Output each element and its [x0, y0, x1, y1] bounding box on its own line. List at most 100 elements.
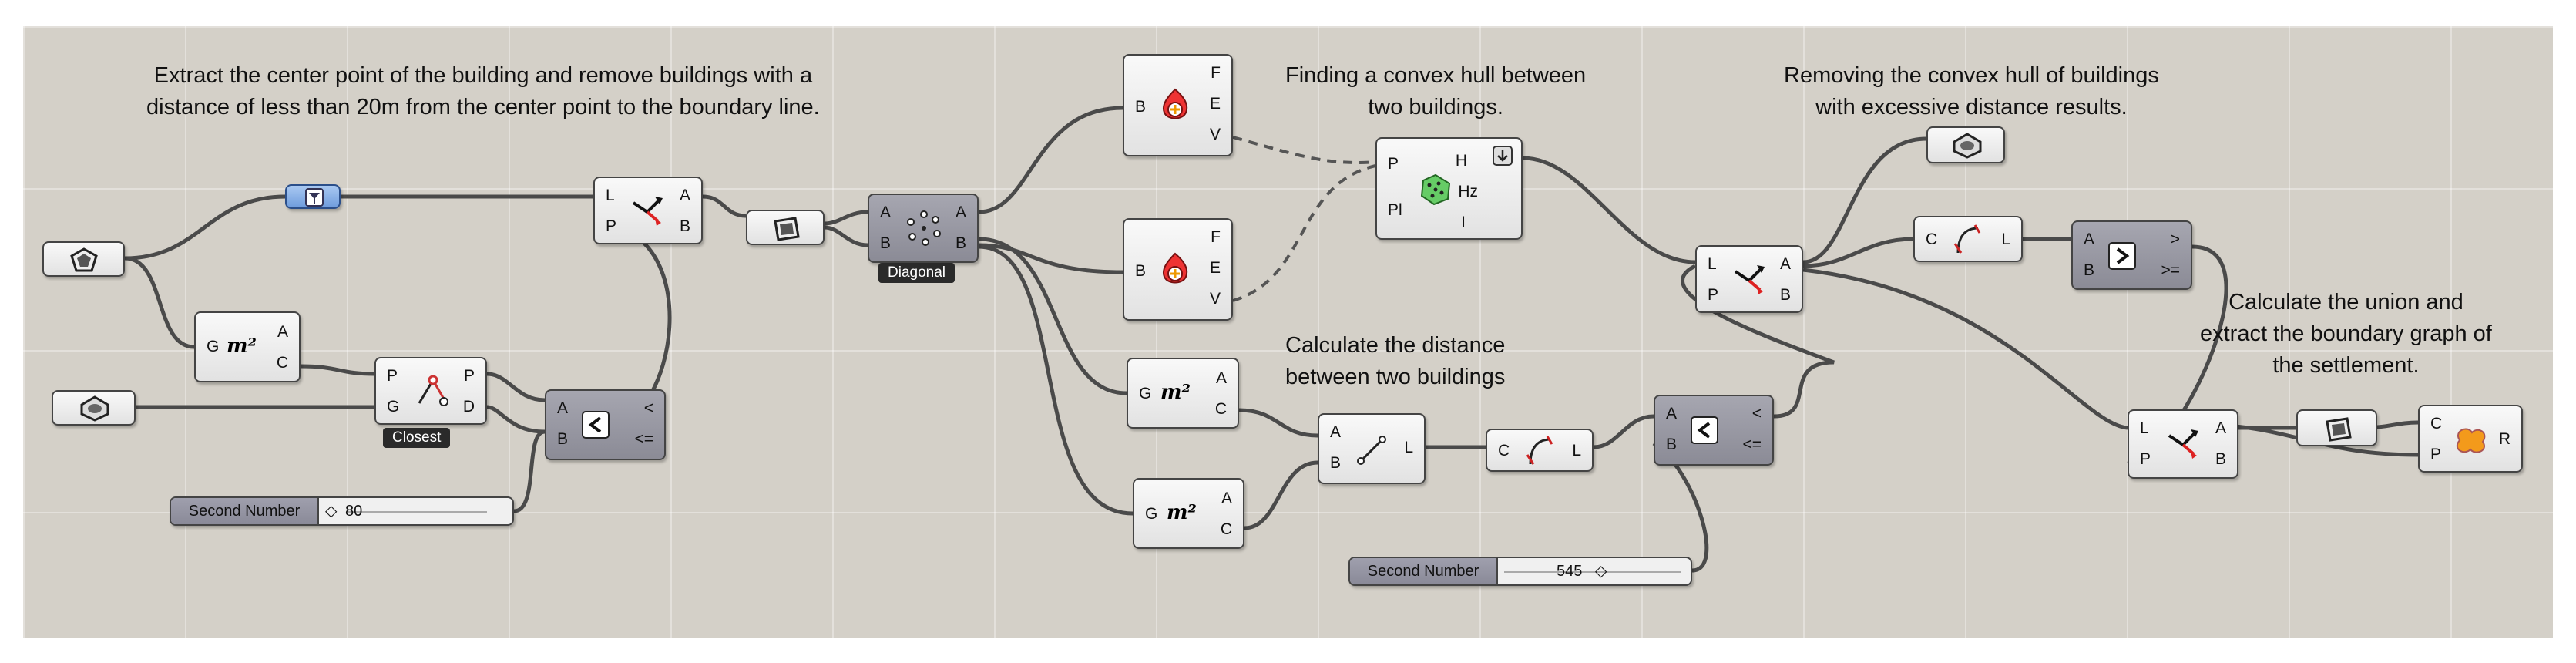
output-A[interactable]: A: [277, 323, 288, 341]
output-L[interactable]: L: [1572, 442, 1581, 459]
input-A[interactable]: A: [2084, 231, 2095, 248]
input-Pl[interactable]: Pl: [1388, 201, 1402, 219]
output-L[interactable]: L: [1404, 439, 1413, 456]
output-C[interactable]: C: [1214, 400, 1227, 418]
slider-track[interactable]: [1504, 571, 1681, 573]
diagonal-component[interactable]: A B A B: [868, 194, 979, 263]
output-B[interactable]: B: [2215, 450, 2226, 468]
input-A[interactable]: A: [1330, 423, 1342, 441]
number-slider-1[interactable]: Second Number ◇ 80: [170, 496, 514, 526]
area-component-1[interactable]: G m² A C: [194, 311, 301, 382]
output-Hz[interactable]: Hz: [1458, 183, 1478, 200]
input-P[interactable]: P: [2430, 446, 2442, 463]
output-B[interactable]: B: [679, 217, 690, 235]
area-component-3[interactable]: G m² A C: [1133, 478, 1244, 549]
output-A[interactable]: A: [955, 204, 966, 221]
output-A[interactable]: A: [679, 187, 690, 204]
area-icon: m²: [1160, 381, 1191, 404]
line-component[interactable]: A B L: [1318, 413, 1426, 484]
input-P[interactable]: P: [2140, 450, 2151, 468]
input-C[interactable]: C: [2430, 415, 2443, 432]
input-P[interactable]: P: [387, 367, 398, 385]
input-C[interactable]: C: [1498, 442, 1510, 459]
output-F[interactable]: F: [1211, 64, 1221, 82]
input-A[interactable]: A: [557, 399, 569, 417]
region-union-component[interactable]: C P R: [2418, 405, 2523, 473]
input-G[interactable]: G: [207, 338, 220, 355]
slider-knob[interactable]: ◇: [1595, 563, 1607, 580]
brep-parameter-2[interactable]: [746, 210, 825, 245]
input-L[interactable]: L: [606, 187, 615, 204]
output-E[interactable]: E: [1209, 95, 1221, 113]
geometry-parameter[interactable]: [52, 390, 136, 426]
larger-than-component[interactable]: A B > >=: [2071, 220, 2192, 290]
output-C[interactable]: C: [276, 354, 288, 372]
input-G[interactable]: G: [1139, 385, 1152, 402]
brep-icon: [2326, 417, 2352, 442]
closest-point-component[interactable]: P G P D: [374, 357, 487, 425]
output-C[interactable]: C: [1220, 520, 1232, 538]
output-less-equal[interactable]: <=: [634, 430, 653, 448]
output-greater-equal[interactable]: >=: [2161, 261, 2180, 279]
input-C[interactable]: C: [1926, 231, 1938, 248]
deconstruct-brep-component-2[interactable]: B F E V: [1123, 218, 1233, 321]
number-slider-2[interactable]: Second Number 545 ◇: [1348, 557, 1692, 586]
deconstruct-brep-component-1[interactable]: B F E V: [1123, 54, 1233, 156]
wire: [1802, 268, 2128, 430]
input-L[interactable]: L: [1708, 255, 1717, 273]
filter-component[interactable]: [285, 184, 341, 209]
length-component-2[interactable]: C L: [1913, 216, 2023, 262]
grasshopper-canvas[interactable]: [23, 26, 2553, 638]
input-G[interactable]: G: [387, 398, 400, 416]
output-V[interactable]: V: [1209, 290, 1221, 308]
output-A[interactable]: A: [2215, 419, 2226, 437]
output-B[interactable]: B: [1779, 286, 1791, 304]
output-greater[interactable]: >: [2170, 231, 2180, 248]
output-A[interactable]: A: [1221, 490, 1232, 507]
input-B[interactable]: B: [1135, 98, 1147, 116]
slider-knob[interactable]: ◇: [325, 503, 338, 520]
output-I[interactable]: I: [1461, 214, 1466, 231]
output-P[interactable]: P: [463, 367, 475, 385]
annotation-union: Calculate the union and extract the boun…: [2200, 290, 2492, 378]
input-B[interactable]: B: [880, 234, 892, 252]
smaller-than-component-1[interactable]: A B < <=: [545, 389, 666, 460]
input-B[interactable]: B: [1666, 436, 1678, 453]
output-F[interactable]: F: [1211, 228, 1221, 246]
output-A[interactable]: A: [1215, 369, 1227, 387]
output-less[interactable]: <: [1751, 405, 1762, 422]
flatten-icon[interactable]: [1493, 146, 1513, 166]
output-H[interactable]: H: [1455, 152, 1467, 170]
input-P[interactable]: P: [606, 217, 617, 235]
output-V[interactable]: V: [1209, 126, 1221, 143]
input-A[interactable]: A: [1666, 405, 1678, 422]
output-less[interactable]: <: [643, 399, 653, 417]
smaller-than-component-2[interactable]: A B < <=: [1654, 395, 1774, 466]
dispatch-component-2[interactable]: L P A B: [1695, 245, 1803, 313]
input-L[interactable]: L: [2140, 419, 2149, 437]
output-R[interactable]: R: [2498, 430, 2511, 448]
input-B[interactable]: B: [1135, 262, 1147, 280]
input-B[interactable]: B: [557, 430, 569, 448]
output-B[interactable]: B: [955, 234, 966, 252]
brep-parameter[interactable]: [42, 241, 125, 277]
dispatch-component-3[interactable]: L P A B: [2128, 409, 2238, 479]
input-B[interactable]: B: [2084, 261, 2095, 279]
output-less-equal[interactable]: <=: [1742, 436, 1762, 453]
output-L[interactable]: L: [2001, 231, 2010, 248]
input-G[interactable]: G: [1145, 505, 1158, 523]
input-P[interactable]: P: [1388, 155, 1399, 173]
length-component-1[interactable]: C L: [1486, 429, 1594, 472]
input-A[interactable]: A: [880, 204, 892, 221]
input-P[interactable]: P: [1708, 286, 1719, 304]
dispatch-component-1[interactable]: L P A B: [593, 177, 703, 244]
input-B[interactable]: B: [1330, 454, 1342, 472]
geometry-parameter-2[interactable]: [1926, 126, 2005, 163]
output-D[interactable]: D: [462, 398, 475, 416]
output-E[interactable]: E: [1209, 259, 1221, 277]
brep-parameter-3[interactable]: [2296, 409, 2377, 446]
slider-track[interactable]: [348, 511, 487, 513]
output-A[interactable]: A: [1779, 255, 1791, 273]
area-component-2[interactable]: G m² A C: [1127, 358, 1239, 429]
convex-hull-component[interactable]: P Pl H Hz I: [1375, 137, 1523, 240]
